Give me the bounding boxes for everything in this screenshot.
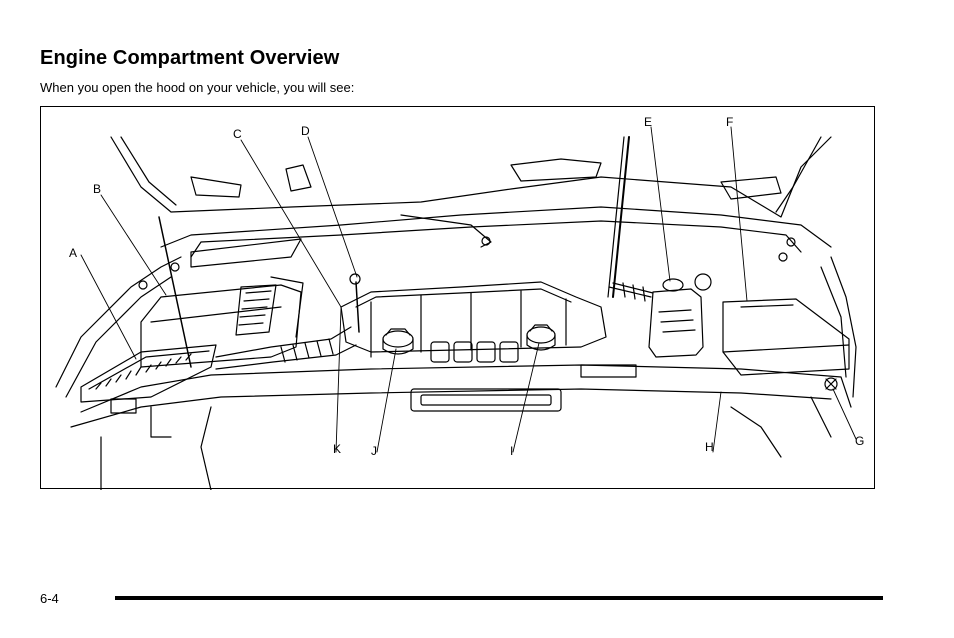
page-number: 6-4: [40, 591, 59, 606]
callout-d: D: [301, 124, 310, 138]
callout-a: A: [69, 246, 78, 260]
callout-j: J: [371, 444, 377, 458]
callout-e: E: [644, 115, 653, 129]
callout-g: G: [855, 434, 865, 448]
callout-c: C: [233, 127, 242, 141]
callout-i: I: [510, 444, 514, 458]
intro-text: When you open the hood on your vehicle, …: [40, 80, 355, 95]
callout-b: B: [93, 182, 102, 196]
callout-k: K: [333, 442, 342, 456]
callout-f: F: [726, 115, 734, 129]
page-title: Engine Compartment Overview: [40, 47, 340, 69]
engine-illustration: [55, 126, 857, 490]
callout-h: H: [705, 440, 714, 454]
footer-rule: [115, 596, 883, 600]
engine-compartment-figure: A B C D E F G H I J K: [40, 106, 875, 490]
